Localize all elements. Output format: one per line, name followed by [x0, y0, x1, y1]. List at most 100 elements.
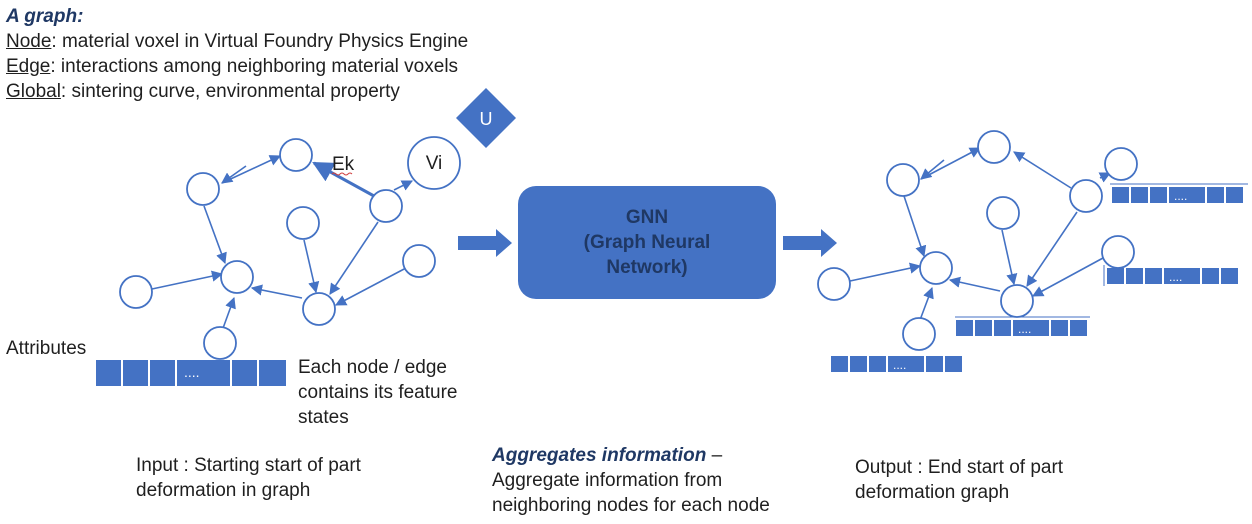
- attribute-cell: [1145, 268, 1162, 284]
- edge-description: : interactions among neighboring materia…: [50, 56, 459, 77]
- edge: [393, 180, 414, 191]
- node: [302, 292, 336, 326]
- gnn-line-1: GNN: [625, 207, 669, 228]
- output-nodes: [817, 130, 1138, 351]
- gnn-label: GNN (Graph Neural Network): [518, 205, 776, 280]
- feature-note-line-1: Each node / edge: [298, 357, 447, 378]
- node: [119, 275, 153, 309]
- attribute-cell: [945, 356, 962, 372]
- attribute-cell: [123, 360, 148, 386]
- attribute-cell: [1131, 187, 1148, 203]
- edge-ek-label: Ek: [332, 154, 355, 175]
- node: [220, 260, 254, 294]
- node: [886, 163, 920, 197]
- node: [986, 196, 1020, 230]
- edge: [920, 147, 981, 180]
- node: [402, 244, 436, 278]
- gnn-line-3: Network): [606, 257, 688, 278]
- output-caption: Output : End start of part deformation g…: [855, 455, 1063, 505]
- attribute-cell: [1150, 187, 1167, 203]
- feature-note-line-2: contains its feature: [298, 382, 458, 403]
- attribute-cell: [1226, 187, 1243, 203]
- attribute-cell: [975, 320, 992, 336]
- global-description: : sintering curve, environmental propert…: [60, 81, 400, 102]
- node: [1069, 179, 1103, 213]
- attribute-cell: [1051, 320, 1068, 336]
- node: [286, 206, 320, 240]
- node: [919, 251, 953, 285]
- edge: [335, 267, 407, 306]
- edge: [250, 284, 303, 299]
- attribute-dots: ....: [893, 358, 906, 372]
- edge: [303, 239, 320, 294]
- edge: [203, 205, 227, 265]
- global-term: Global: [6, 81, 61, 102]
- attribute-cell: [150, 360, 175, 386]
- attribute-dots: ....: [184, 364, 200, 380]
- node: [203, 326, 237, 360]
- node-vi-label: Vi: [426, 153, 443, 174]
- feature-note-line-3: states: [298, 407, 349, 428]
- attribute-cell: [1221, 268, 1238, 284]
- node: [186, 172, 220, 206]
- spell-squiggle: [331, 172, 353, 176]
- node: [902, 317, 936, 351]
- output-attribute-bar-mid: [1103, 265, 1238, 286]
- node: [817, 267, 851, 301]
- node: [1101, 235, 1135, 269]
- attribute-cell: [869, 356, 886, 372]
- attribute-cell: [1164, 268, 1200, 284]
- attribute-cell: [177, 360, 230, 386]
- attribute-cell: [1207, 187, 1224, 203]
- attribute-dots: ....: [1174, 189, 1187, 203]
- attribute-cell: [259, 360, 286, 386]
- attribute-cell: [1070, 320, 1087, 336]
- aggregate-title-line: Aggregates information –: [492, 443, 770, 468]
- aggregate-dash: –: [706, 445, 723, 466]
- aggregate-title: Aggregates information: [492, 445, 707, 466]
- attribute-cell: [1202, 268, 1219, 284]
- gnn-box: [518, 186, 776, 299]
- node-definition: Node: material voxel in Virtual Foundry …: [6, 29, 468, 54]
- edge-ek: [312, 161, 375, 198]
- attribute-cell: [850, 356, 867, 372]
- aggregate-body-line-2: neighboring nodes for each node: [492, 495, 770, 516]
- edge: [1001, 229, 1018, 286]
- edge: [1026, 211, 1078, 287]
- arrow-from-gnn: [783, 229, 837, 257]
- node: [369, 189, 403, 223]
- output-caption-line-2: deformation graph: [855, 482, 1010, 503]
- output-attribute-bar-low: [955, 316, 1090, 336]
- edge: [221, 165, 247, 184]
- edge: [221, 296, 236, 332]
- edge: [849, 262, 922, 282]
- edge: [1032, 257, 1104, 297]
- attribute-cell: [831, 356, 848, 372]
- attributes-label: Attributes: [6, 338, 87, 359]
- node: [977, 130, 1011, 164]
- input-caption-line-1: Input : Starting start of part: [136, 455, 361, 476]
- edge: [221, 155, 282, 184]
- global-diamond: [456, 88, 516, 148]
- node: [279, 138, 313, 172]
- edge-definition: Edge: interactions among neighboring mat…: [6, 54, 458, 79]
- attribute-cell: [1112, 187, 1129, 203]
- global-definition: Global: sintering curve, environmental p…: [6, 79, 400, 104]
- output-caption-line-1: Output : End start of part: [855, 457, 1064, 478]
- input-attribute-bar: [96, 360, 286, 386]
- attribute-cell: [96, 360, 121, 386]
- attribute-dots: ....: [1018, 322, 1031, 336]
- edge: [948, 276, 1001, 292]
- edge: [920, 159, 945, 180]
- attribute-cell: [888, 356, 924, 372]
- input-caption-line-2: deformation in graph: [136, 480, 311, 501]
- attribute-cell: [1013, 320, 1049, 336]
- node-term: Node: [6, 31, 52, 52]
- attribute-cell: [1126, 268, 1143, 284]
- attribute-cell: [994, 320, 1011, 336]
- node: [1000, 284, 1034, 318]
- input-caption: Input : Starting start of part deformati…: [136, 453, 361, 503]
- arrow-to-gnn: [458, 229, 512, 257]
- attribute-cell: [232, 360, 257, 386]
